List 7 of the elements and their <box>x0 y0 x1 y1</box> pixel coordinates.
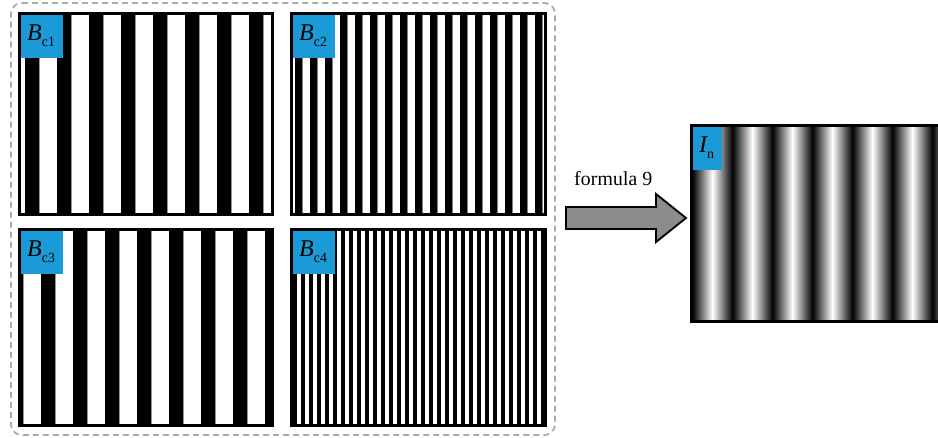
panel-label: I$_{n}$ <box>693 127 722 170</box>
panel-label: B$_{c3}$ <box>21 231 63 274</box>
dashed-group-box <box>10 2 556 436</box>
panel-label: B$_{c2}$ <box>293 15 335 58</box>
panel-label: B$_{c1}$ <box>21 15 63 58</box>
block-arrow <box>565 192 688 244</box>
panel-label: B$_{c4}$ <box>293 231 335 274</box>
